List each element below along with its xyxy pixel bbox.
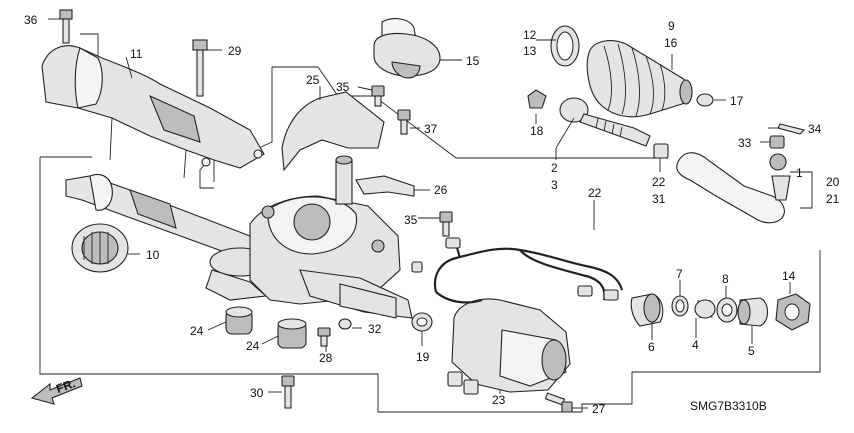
callout-20: 20 xyxy=(826,175,840,189)
callout-4: 4 xyxy=(692,338,699,352)
callout-18: 18 xyxy=(530,124,544,138)
callout-10: 10 xyxy=(146,248,160,262)
callout-35-upper: 35 xyxy=(336,80,350,94)
callout-13: 13 xyxy=(523,44,537,58)
part-7-ring xyxy=(671,295,689,317)
callout-16: 16 xyxy=(664,36,678,50)
callout-7: 7 xyxy=(676,267,683,281)
part-32-washer xyxy=(338,318,352,330)
part-35-bolt-lower xyxy=(439,211,453,237)
callout-1: 1 xyxy=(796,166,803,180)
part-33-castle-nut xyxy=(769,135,785,149)
callout-22-upper: 22 xyxy=(652,175,666,189)
part-6-sleeve xyxy=(630,293,664,327)
part-11-heat-shield xyxy=(41,45,265,182)
callout-labels: 36 11 29 15 12 13 9 16 17 25 35 37 18 33… xyxy=(24,13,840,416)
part-19-o-ring xyxy=(411,312,433,332)
callout-29: 29 xyxy=(228,44,242,58)
callout-21: 21 xyxy=(826,192,840,206)
callout-17: 17 xyxy=(730,94,744,108)
part-29-bolt xyxy=(192,39,208,97)
callout-33: 33 xyxy=(738,136,752,150)
part-17-clip xyxy=(696,93,714,107)
callout-31: 31 xyxy=(652,192,666,206)
part-1-tie-rod-end xyxy=(676,152,791,224)
part-30-bolt xyxy=(281,375,295,409)
callout-24-b: 24 xyxy=(246,339,260,353)
callout-24-a: 24 xyxy=(190,324,204,338)
front-direction-arrow xyxy=(30,377,83,405)
part-14-lock-nut xyxy=(775,293,811,331)
callout-30: 30 xyxy=(250,386,264,400)
callout-22-lower: 22 xyxy=(588,186,602,200)
callout-2: 2 xyxy=(551,161,558,175)
part-4-spring xyxy=(694,299,716,319)
callout-25: 25 xyxy=(306,73,320,87)
callout-15: 15 xyxy=(466,54,480,68)
part-18-lock-washer xyxy=(527,89,547,109)
callout-14: 14 xyxy=(782,269,796,283)
callout-36: 36 xyxy=(24,13,38,27)
part-26-bracket xyxy=(355,175,415,197)
callout-11: 11 xyxy=(130,47,143,61)
callout-5: 5 xyxy=(748,344,755,358)
part-15-dust-cover xyxy=(373,18,441,79)
part-34-cotter-pin xyxy=(777,123,806,135)
part-22-wire-harness xyxy=(411,237,624,304)
part-24-mount-b xyxy=(277,318,307,349)
callout-6: 6 xyxy=(648,340,655,354)
part-25-bracket xyxy=(281,91,385,172)
callout-35-lower: 35 xyxy=(404,213,418,227)
callout-8: 8 xyxy=(722,272,729,286)
part-2-3-tie-rod xyxy=(559,97,651,147)
part-24-mount-a xyxy=(225,306,253,335)
callout-23: 23 xyxy=(492,393,506,407)
part-5-plug xyxy=(737,297,769,327)
callout-28: 28 xyxy=(319,351,333,365)
callout-19: 19 xyxy=(416,350,430,364)
part-35-bolt-upper xyxy=(371,85,385,107)
steering-gearbox xyxy=(65,155,413,319)
callout-37: 37 xyxy=(424,122,438,136)
part-12-13-clamp xyxy=(550,25,580,67)
part-22-31-nut xyxy=(653,143,669,159)
diagram-code: SMG7B3310B xyxy=(690,399,767,413)
callout-9: 9 xyxy=(668,19,675,33)
callout-27: 27 xyxy=(592,402,606,416)
leader-lines xyxy=(48,18,813,409)
callout-32: 32 xyxy=(368,322,382,336)
callout-3: 3 xyxy=(551,178,558,192)
part-37-bolt xyxy=(397,109,411,135)
part-23-motor xyxy=(447,298,571,395)
callout-12: 12 xyxy=(523,28,537,42)
part-28-bolt xyxy=(317,327,331,347)
part-8-washer xyxy=(716,297,738,323)
front-direction-label: FR. xyxy=(54,376,77,396)
part-9-16-rack-boot xyxy=(586,40,693,118)
part-36-bolt xyxy=(59,9,73,44)
callout-26: 26 xyxy=(434,183,448,197)
callout-34: 34 xyxy=(808,122,822,136)
part-10-bushing xyxy=(71,223,129,273)
part-27-bolt xyxy=(544,392,573,413)
